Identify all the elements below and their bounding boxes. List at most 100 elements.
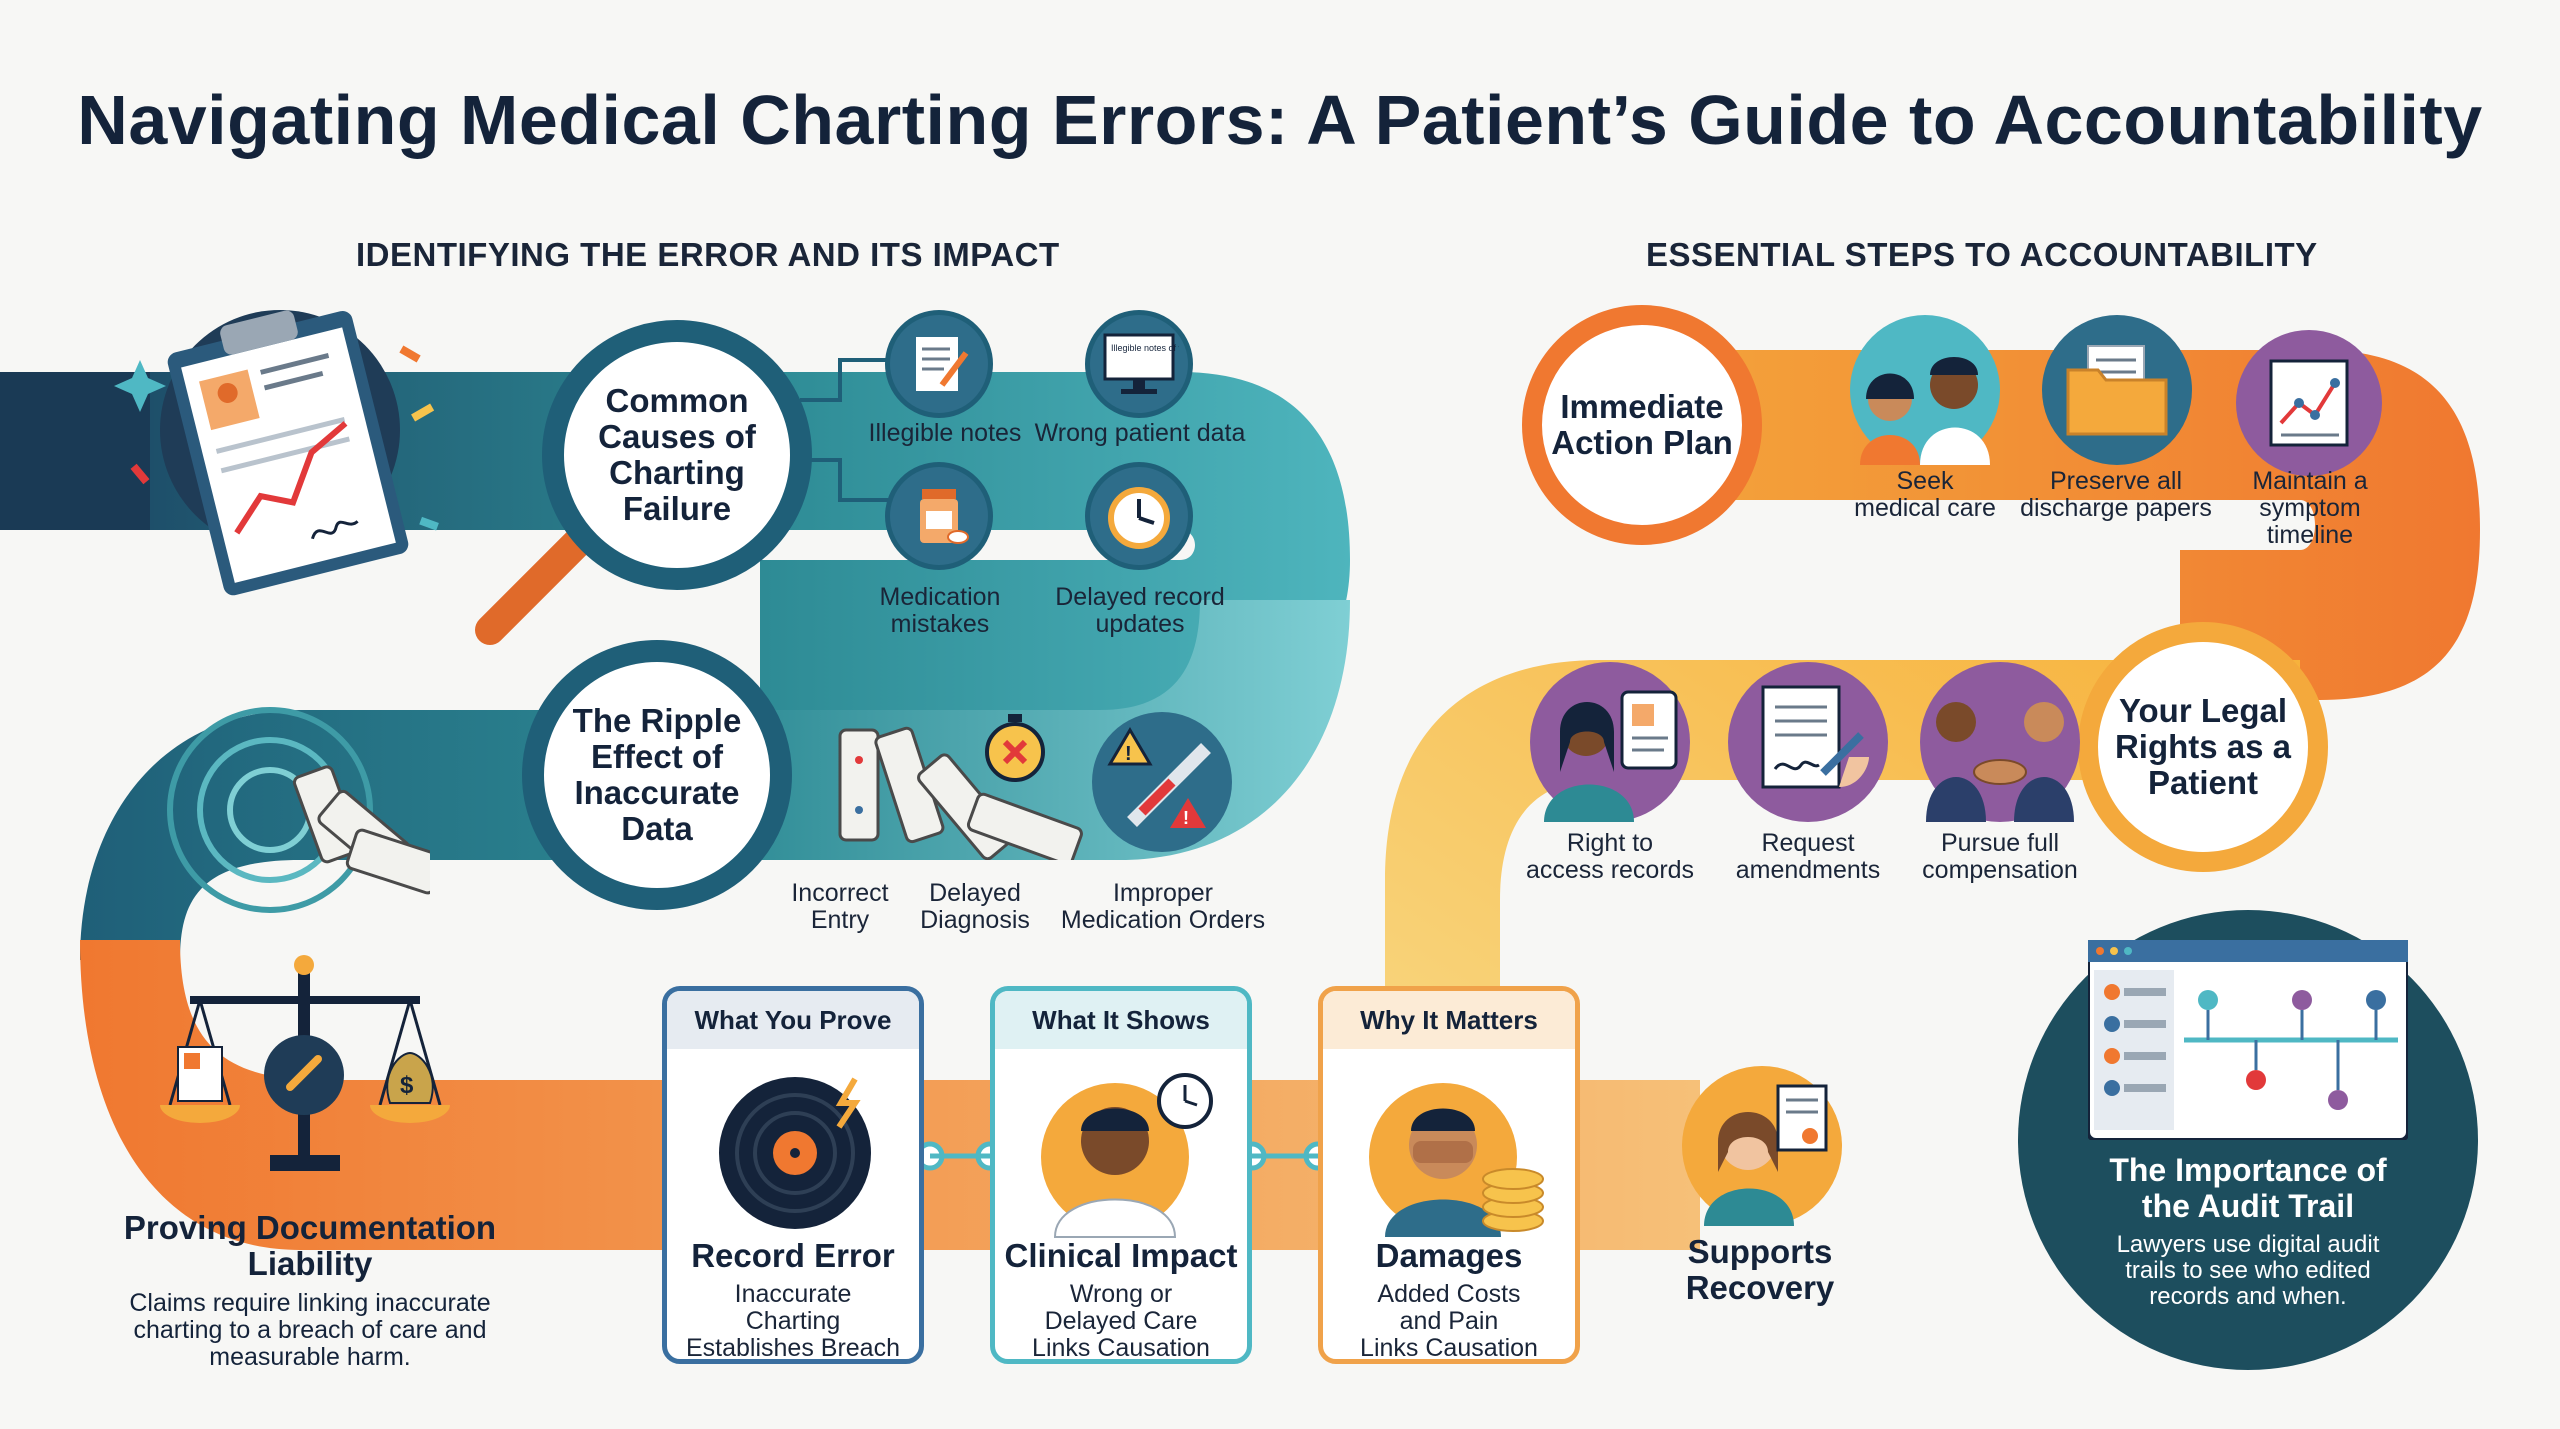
ripple-label-line: Delayed (929, 879, 1021, 907)
audit-title-line: the Audit Trail (2141, 1188, 2355, 1224)
immediate-label-timeline: Maintain a symptom timeline (2220, 468, 2400, 549)
card-text: Inaccurate Charting Establishes Breach (667, 1280, 919, 1362)
rights-label-line: Request (1761, 829, 1855, 857)
card-header: What You Prove (667, 991, 919, 1049)
card-header: Why It Matters (1323, 991, 1575, 1049)
svg-text:!: ! (1125, 743, 1132, 765)
immediate-label-line: discharge papers (2020, 494, 2212, 522)
card-header: What It Shows (995, 991, 1247, 1049)
ripple-label-improper: Improper Medication Orders (1050, 880, 1276, 934)
ripple-title-line: The Ripple (572, 702, 742, 739)
page-title: Navigating Medical Charting Errors: A Pa… (77, 81, 2483, 159)
woman-document-icon (1682, 1066, 1842, 1226)
ripple-title-line: Inaccurate (574, 774, 740, 811)
ripple-label-line: Diagnosis (920, 906, 1030, 934)
cause-label-line: updates (1095, 610, 1185, 638)
liability-text-line: measurable harm. (209, 1343, 411, 1371)
clock-icon (1085, 462, 1193, 570)
svg-text:!: ! (1183, 808, 1189, 828)
card-text-line: Inaccurate (734, 1280, 852, 1308)
card-title: Clinical Impact (1004, 1237, 1238, 1274)
immediate-label-line: Seek (1896, 467, 1954, 495)
card-text-line: Charting (745, 1307, 841, 1335)
immediate-action-circle: Immediate Action Plan (1522, 305, 1762, 545)
doctor-patient-icon (1850, 315, 2000, 465)
distressed-coins-icon (1369, 1083, 1544, 1237)
immediate-label-preserve: Preserve all discharge papers (2000, 468, 2232, 522)
immediate-label-seek: Seek medical care (1830, 468, 2020, 522)
folder-icon (2042, 315, 2192, 465)
card-title: Damages (1375, 1237, 1523, 1274)
immediate-label-line: symptom (2259, 494, 2361, 522)
ripple-label-incorrect: Incorrect Entry (770, 880, 910, 934)
rights-label-line: compensation (1922, 856, 2078, 884)
immediate-label-line: medical care (1854, 494, 1996, 522)
rights-label-line: access records (1525, 856, 1695, 884)
ripple-label-line: Entry (810, 906, 870, 934)
causes-title-line: Causes of (598, 418, 756, 455)
monitor-icon: Illegible notes of visits (1085, 310, 1193, 418)
cause-label-line: Delayed record (1055, 583, 1225, 611)
card-clinical-impact: What It Shows Clinical Impact Wrong or D… (990, 986, 1252, 1364)
causes-title-line: Common (605, 382, 749, 419)
rights-title-line: Your Legal (2118, 692, 2288, 729)
card-text-line: and Pain (1399, 1307, 1499, 1335)
common-causes-circle: Common Causes of Charting Failure (542, 320, 812, 590)
causes-connectors (800, 358, 890, 502)
doctor-clock-icon (1041, 1073, 1213, 1238)
audit-title-line: The Importance of (2109, 1152, 2387, 1188)
recovery-title-line: Supports (1687, 1233, 1833, 1270)
card-text-line: Wrong or (1069, 1280, 1173, 1308)
rights-title-line: Rights as a (2114, 728, 2292, 765)
ripple-label-line: Incorrect (791, 879, 889, 907)
ripple-title-line: Data (621, 810, 693, 847)
audit-text-line: records and when. (2149, 1283, 2347, 1310)
audit-text-line: trails to see who edited (2125, 1257, 2371, 1284)
ripple-label-delayed: Delayed Diagnosis (905, 880, 1045, 934)
cause-label-line: mistakes (890, 610, 990, 638)
immediate-label-line: Maintain a (2252, 467, 2368, 495)
card-text-line: Establishes Breach (685, 1334, 900, 1362)
cause-label-wrong-patient: Wrong patient data (1034, 419, 1246, 447)
pill-bottle-icon (885, 462, 993, 570)
liability-title-line: Proving Documentation (123, 1209, 497, 1246)
recovery-title: Supports Recovery (1630, 1234, 1890, 1306)
syringe-warning-icon: ! ! (1092, 712, 1232, 852)
liability-text: Claims require linking inaccurate charti… (100, 1290, 520, 1371)
ripple-effect-circle: The Ripple Effect of Inaccurate Data (522, 640, 792, 910)
card-damages: Why It Matters Damages Added Costs and P… (1318, 986, 1580, 1364)
ripple-title-line: Effect of (591, 738, 723, 775)
cause-label-illegible: Illegible notes (868, 419, 1022, 447)
rights-title-line: Patient (2147, 764, 2259, 801)
immediate-title-line: Action Plan (1551, 424, 1733, 461)
causes-title-line: Charting (609, 454, 745, 491)
clipboard-chart-icon (114, 310, 439, 596)
right-section-heading: ESSENTIAL STEPS TO ACCOUNTABILITY (1646, 236, 2318, 273)
timeline-chart-icon (2236, 330, 2382, 476)
liability-title: Proving Documentation Liability (100, 1210, 520, 1282)
audit-title: The Importance of the Audit Trail (2058, 1152, 2438, 1224)
ripple-label-line: Improper (1112, 879, 1214, 907)
rights-label-request: Request amendments (1708, 830, 1908, 884)
causes-title-line: Failure (622, 490, 732, 527)
notepad-icon (885, 310, 993, 418)
liability-title-line: Liability (247, 1245, 373, 1282)
card-text-line: Links Causation (1360, 1334, 1538, 1362)
card-title: Record Error (691, 1237, 895, 1274)
card-text-line: Links Causation (1032, 1334, 1210, 1362)
rights-label-line: Pursue full (1940, 829, 2060, 857)
cause-label-line: Medication (879, 583, 1001, 611)
audit-text: Lawyers use digital audit trails to see … (2058, 1232, 2438, 1310)
cause-label-delayed: Delayed record updates (1040, 584, 1240, 638)
card-text: Added Costs and Pain Links Causation (1323, 1280, 1575, 1362)
immediate-title-line: Immediate (1560, 388, 1724, 425)
stopwatch-icon (985, 714, 1045, 782)
ripple-label-line: Medication Orders (1060, 906, 1266, 934)
card-text-line: Added Costs (1377, 1280, 1521, 1308)
liability-text-line: charting to a breach of care and (133, 1316, 487, 1344)
rights-label-access: Right to access records (1500, 830, 1720, 884)
card-record-error: What You Prove Record Error Inaccurate C… (662, 986, 924, 1364)
ripple-rings-icon (167, 707, 430, 913)
handshake-icon (1920, 662, 2080, 822)
rights-label-line: amendments (1735, 856, 1881, 884)
